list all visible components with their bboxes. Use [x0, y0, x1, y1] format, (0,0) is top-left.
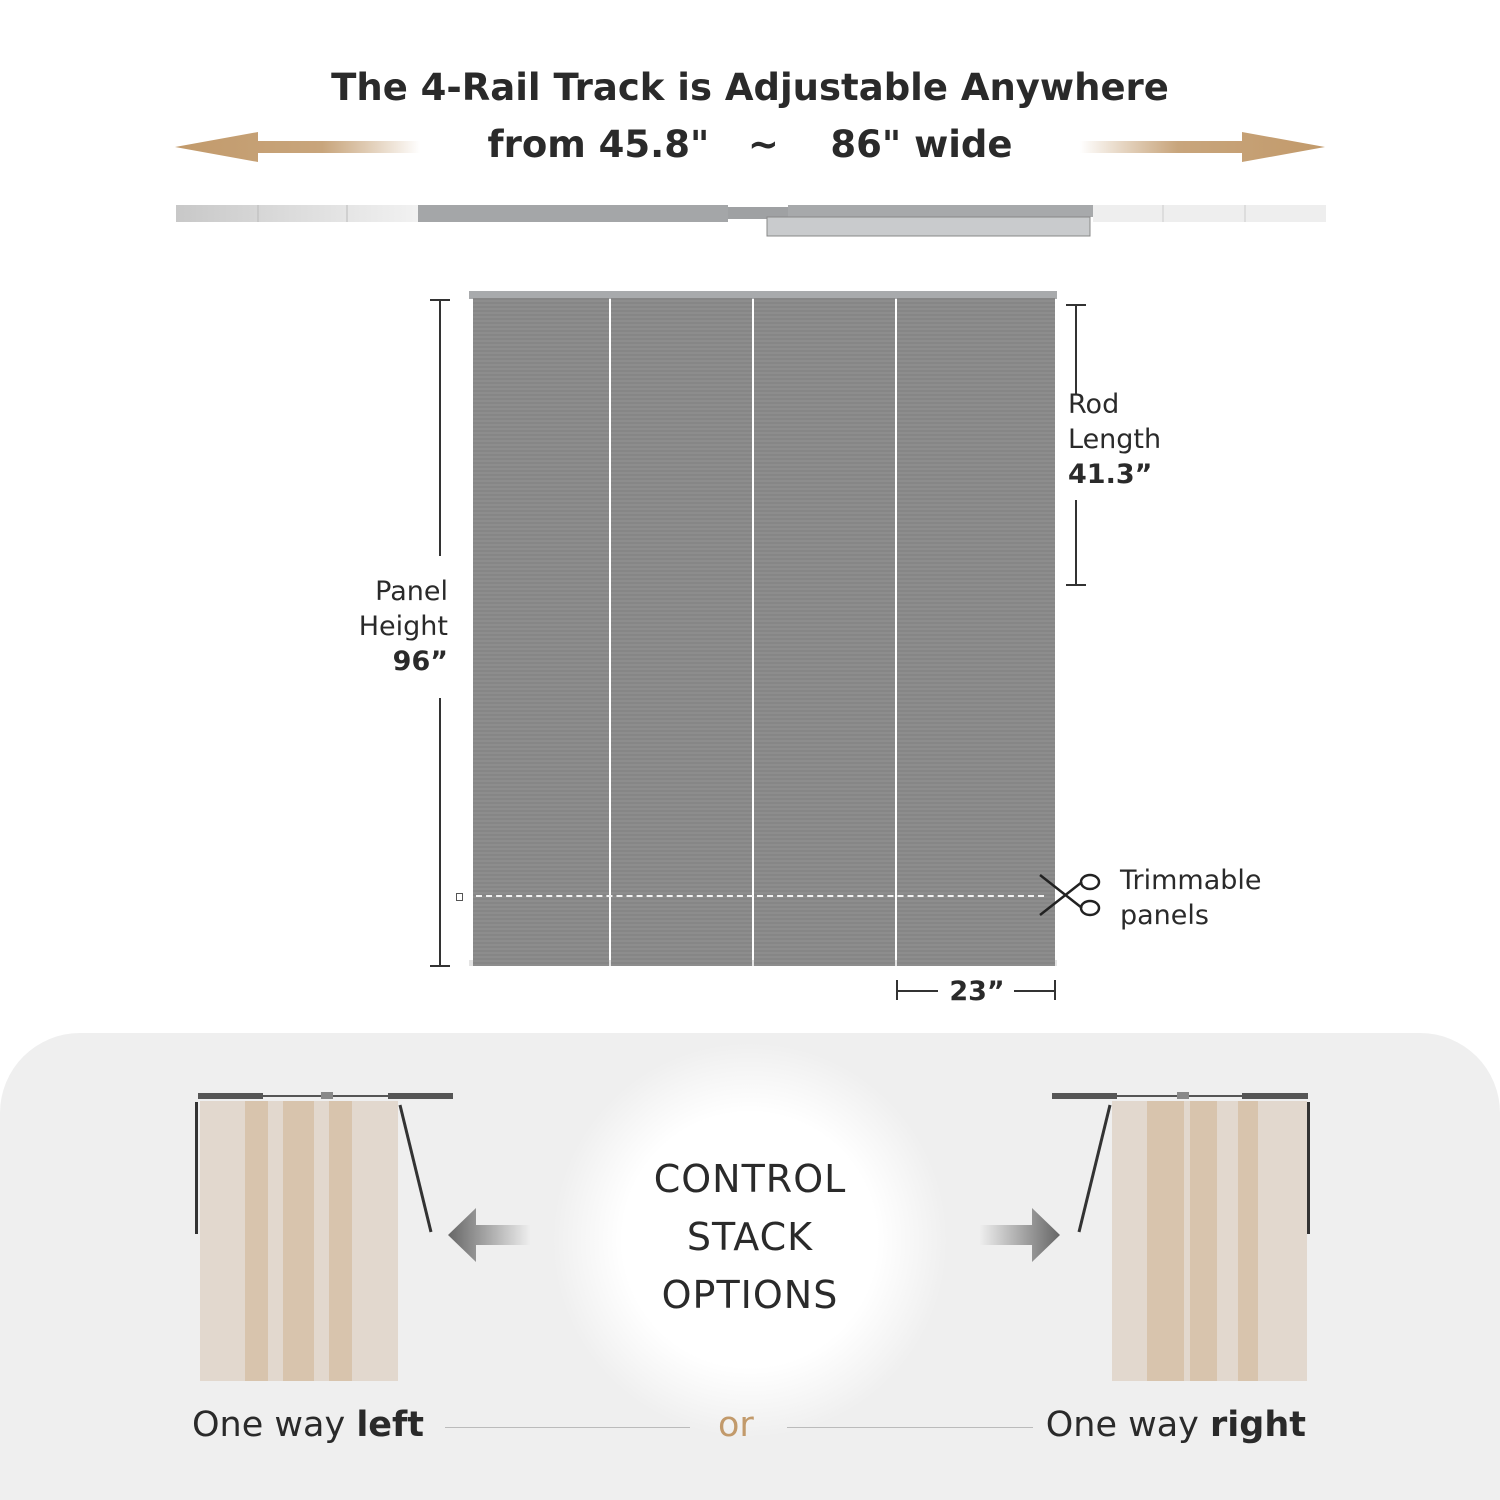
panel-4	[897, 298, 1055, 966]
panel-height-label: Panel Height 96”	[358, 576, 448, 677]
control-line-3: OPTIONS	[661, 1273, 839, 1317]
title-line-2: from 45.8" ~ 86" wide	[487, 123, 1013, 166]
option-left-label: One way left	[192, 1405, 425, 1445]
option-right-label: One way right	[1045, 1405, 1306, 1445]
headrail	[469, 291, 1057, 299]
trimmable-label: Trimmable panels	[1120, 865, 1262, 931]
rod-length-label: Rod Length 41.3”	[1068, 389, 1162, 490]
panel-3	[754, 298, 895, 966]
panel-2	[611, 298, 752, 966]
scissors-icon	[1039, 873, 1101, 917]
height-dim-line-bottom	[439, 698, 441, 966]
stack-right-diagram	[1052, 1092, 1310, 1381]
title-line-1: The 4-Rail Track is Adjustable Anywhere	[331, 66, 1169, 109]
trim-marker	[456, 893, 463, 901]
panel-1	[473, 298, 609, 966]
panel-width-value: 23”	[949, 976, 1005, 1007]
stack-left-diagram	[195, 1092, 453, 1381]
stack-right-arrow-icon	[980, 1208, 1060, 1262]
height-dim-cap	[430, 299, 450, 301]
control-line-1: CONTROL	[653, 1157, 847, 1201]
divider-left	[445, 1427, 690, 1428]
glow	[550, 1040, 950, 1440]
rod-dim-line-bottom	[1075, 500, 1077, 585]
stack-left-arrow-icon	[448, 1208, 530, 1262]
control-line-2: STACK	[686, 1215, 814, 1259]
height-dim-cap	[430, 965, 450, 967]
width-dim-line	[896, 990, 938, 992]
width-dim-line	[1014, 990, 1056, 992]
rod-dim-cap	[1066, 584, 1086, 586]
width-arrows	[175, 132, 1326, 237]
track-rail	[176, 205, 1326, 237]
right-arrow-icon	[1080, 132, 1325, 162]
or-label: or	[718, 1405, 754, 1445]
divider-right	[787, 1427, 1033, 1428]
rod-dim-cap	[1066, 304, 1086, 306]
left-arrow-icon	[175, 132, 420, 162]
trim-dashed-line	[476, 895, 1044, 897]
height-dim-line-top	[439, 300, 441, 556]
stack-diagrams	[195, 1092, 1310, 1381]
rod-dim-line-top	[1075, 305, 1077, 395]
